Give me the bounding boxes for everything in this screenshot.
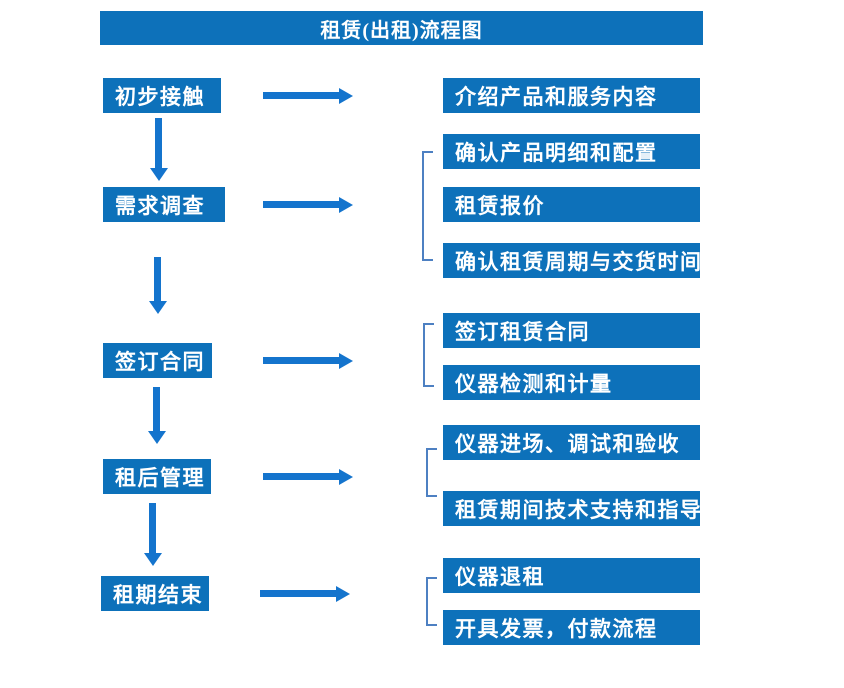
- output-box-confirm-product-config: 确认产品明细和配置: [443, 134, 700, 169]
- output-box-instrument-return: 仪器退租: [443, 558, 700, 593]
- arrow-right-icon: [263, 473, 339, 480]
- group-bracket: [423, 323, 434, 387]
- output-box-introduce-products: 介绍产品和服务内容: [443, 78, 700, 113]
- arrow-right-icon: [263, 92, 339, 99]
- step-box-initial-contact: 初步接触: [103, 78, 221, 113]
- arrow-down-icon: [155, 118, 162, 168]
- step-box-post-rental-management: 租后管理: [103, 459, 211, 494]
- flowchart-title: 租赁(出租)流程图: [100, 11, 703, 45]
- group-bracket: [422, 151, 433, 261]
- step-box-rental-end: 租期结束: [101, 576, 209, 611]
- output-box-rental-quotation: 租赁报价: [443, 187, 700, 222]
- step-box-sign-contract: 签订合同: [103, 343, 212, 378]
- arrow-right-icon: [263, 201, 339, 208]
- group-bracket: [426, 577, 437, 626]
- arrow-right-icon: [263, 357, 339, 364]
- output-box-invoice-payment: 开具发票，付款流程: [443, 610, 700, 645]
- arrow-down-icon: [153, 387, 160, 431]
- output-box-instrument-setup: 仪器进场、调试和验收: [443, 425, 700, 460]
- output-box-instrument-inspection: 仪器检测和计量: [443, 365, 700, 400]
- arrow-down-icon: [154, 257, 161, 301]
- output-box-sign-rental-contract: 签订租赁合同: [443, 313, 700, 348]
- arrow-down-icon: [149, 503, 156, 553]
- arrow-right-icon: [260, 590, 336, 597]
- output-box-confirm-period-delivery: 确认租赁周期与交货时间: [443, 243, 701, 278]
- step-box-demand-survey: 需求调查: [103, 187, 225, 222]
- group-bracket: [426, 448, 437, 497]
- output-box-tech-support: 租赁期间技术支持和指导: [443, 491, 701, 526]
